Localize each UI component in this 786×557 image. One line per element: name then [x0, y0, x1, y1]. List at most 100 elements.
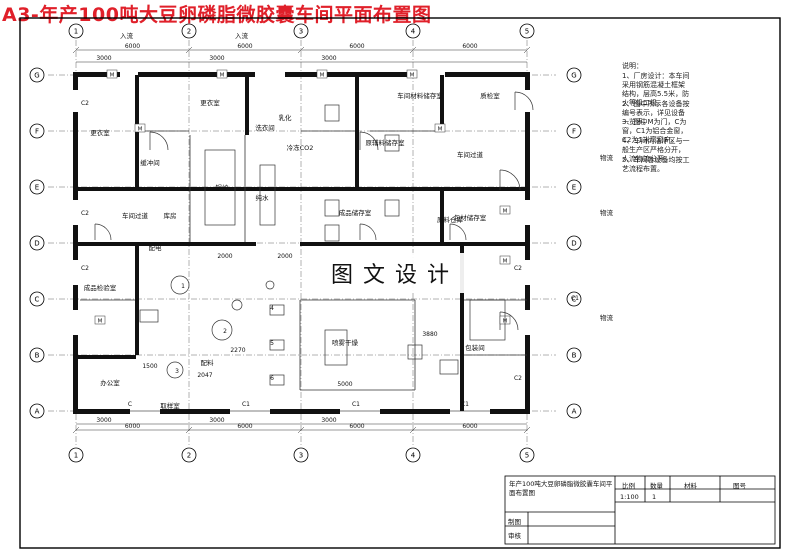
axis-bubble	[566, 235, 582, 251]
equipment	[324, 104, 340, 122]
door-swing	[499, 169, 521, 191]
equipment-number: 2	[223, 328, 227, 335]
equipment-outlines	[139, 104, 506, 386]
exterior-wall	[73, 72, 530, 77]
exterior-wall	[73, 72, 78, 414]
door-label: M	[503, 209, 508, 215]
door-tag	[216, 69, 228, 79]
door-swing	[514, 91, 534, 111]
room-label-material_store: 车间材料储存室	[397, 91, 443, 100]
axis-label: C	[35, 296, 40, 304]
wall-opening	[525, 260, 530, 285]
room-label-dressing_b: 更衣室	[200, 98, 220, 107]
flow-label: 物流	[600, 313, 614, 322]
interior-wall	[355, 75, 359, 187]
dimension-value: 3000	[209, 55, 224, 62]
dimension-tick	[185, 426, 193, 434]
note-item: 5、车间各设备均按工艺流程布置。	[622, 156, 690, 173]
door-label: M	[410, 73, 415, 79]
axis-bubble	[68, 447, 84, 463]
equipment	[269, 339, 285, 351]
dimension-value: 6000	[125, 43, 140, 50]
dimension-value: 6000	[349, 43, 364, 50]
axis-label: D	[34, 240, 39, 248]
note-item: 2、图中所示各设备按编号表示，详见设备一览表。	[622, 100, 690, 126]
axis-bubble	[29, 179, 45, 195]
interior-wall	[300, 187, 527, 191]
exterior-wall	[73, 409, 530, 414]
wall-opening	[73, 260, 78, 285]
axis-label: B	[572, 352, 577, 360]
interior-dimension: 2047	[197, 372, 212, 379]
axis-label: A	[35, 408, 40, 416]
axis-bubble	[566, 347, 582, 363]
axis-bubble	[519, 23, 535, 39]
note-item: 1、厂房设计：本车间采用钢筋混凝土框架结构，层高5.5米，防火等级二级。	[622, 72, 690, 107]
equipment	[324, 224, 340, 242]
flow-label: 入流	[120, 31, 134, 40]
door-swing	[359, 131, 379, 151]
room-label-distribution: 配电	[149, 243, 163, 252]
door-tag	[106, 69, 118, 79]
room-label-sampling: 取样室	[160, 401, 180, 410]
tank	[211, 319, 233, 341]
dimension-tick	[409, 46, 417, 54]
room-label-emulsify: 乳化	[279, 113, 293, 122]
equipment	[324, 199, 340, 217]
axis-label: D	[571, 240, 576, 248]
window-tag: C2	[514, 375, 522, 382]
interior-dimension: 2000	[277, 253, 292, 260]
interior-wall	[76, 187, 326, 191]
equipment	[439, 359, 459, 375]
room-label-qa: 成品检验室	[84, 283, 117, 292]
axis-label: G	[571, 72, 576, 80]
tank	[166, 361, 184, 379]
room-label-boiler: 锅炉	[216, 183, 230, 192]
interior-wall	[300, 242, 527, 246]
axis-bubble	[29, 67, 45, 83]
drawing-title: A3-年产100吨大豆卵磷脂微胶囊车间平面布置图	[2, 4, 432, 26]
axis-bubble	[566, 291, 582, 307]
window-tag: C1	[571, 295, 579, 302]
window-tag: C2	[81, 210, 89, 217]
axis-label: 4	[411, 28, 416, 36]
room-label-spray: 喷雾干燥	[332, 338, 359, 347]
tank	[231, 299, 243, 311]
axis-bubble	[68, 23, 84, 39]
door-tag	[94, 315, 106, 325]
title-block	[504, 475, 776, 545]
door-label: M	[110, 73, 115, 79]
equipment	[469, 299, 506, 341]
dimension-value: 3000	[321, 417, 336, 424]
room-label-raw_store: 原辅料储存室	[366, 138, 406, 147]
wall-opening	[73, 90, 78, 112]
title-block-qty-label: 数量	[650, 482, 663, 490]
wall-opening	[340, 409, 380, 414]
dimension-tick	[297, 46, 305, 54]
door-tag	[316, 69, 328, 79]
watermark: 图文设计	[316, 253, 474, 293]
interior-dimension: 2000	[217, 253, 232, 260]
sheet-frame	[19, 17, 781, 549]
note-item: 3、图中M为门，C为窗，C1为铝合金窗，C2为1米高窗户。	[622, 118, 688, 144]
axis-label: 1	[74, 28, 78, 36]
dimension-value: 3000	[96, 55, 111, 62]
room-label-water: 纯水	[256, 193, 270, 202]
room-label-product_store: 包材储存室	[454, 213, 487, 222]
window-tag: C1	[461, 401, 469, 408]
axis-label: A	[572, 408, 577, 416]
wall-opening	[73, 310, 78, 335]
door-label: M	[503, 259, 508, 265]
dimension-tick	[523, 426, 531, 434]
equipment	[259, 164, 276, 226]
axis-label: F	[35, 128, 39, 136]
axis-label: 3	[299, 28, 303, 36]
title-block-qty: 1	[652, 493, 657, 501]
wall-opening	[525, 90, 530, 112]
title-block-scale-label: 比例	[622, 482, 635, 490]
wall-opening	[73, 200, 78, 225]
door-tag	[434, 123, 446, 133]
dimension-value: 6000	[349, 423, 364, 430]
interior-wall	[76, 242, 256, 246]
